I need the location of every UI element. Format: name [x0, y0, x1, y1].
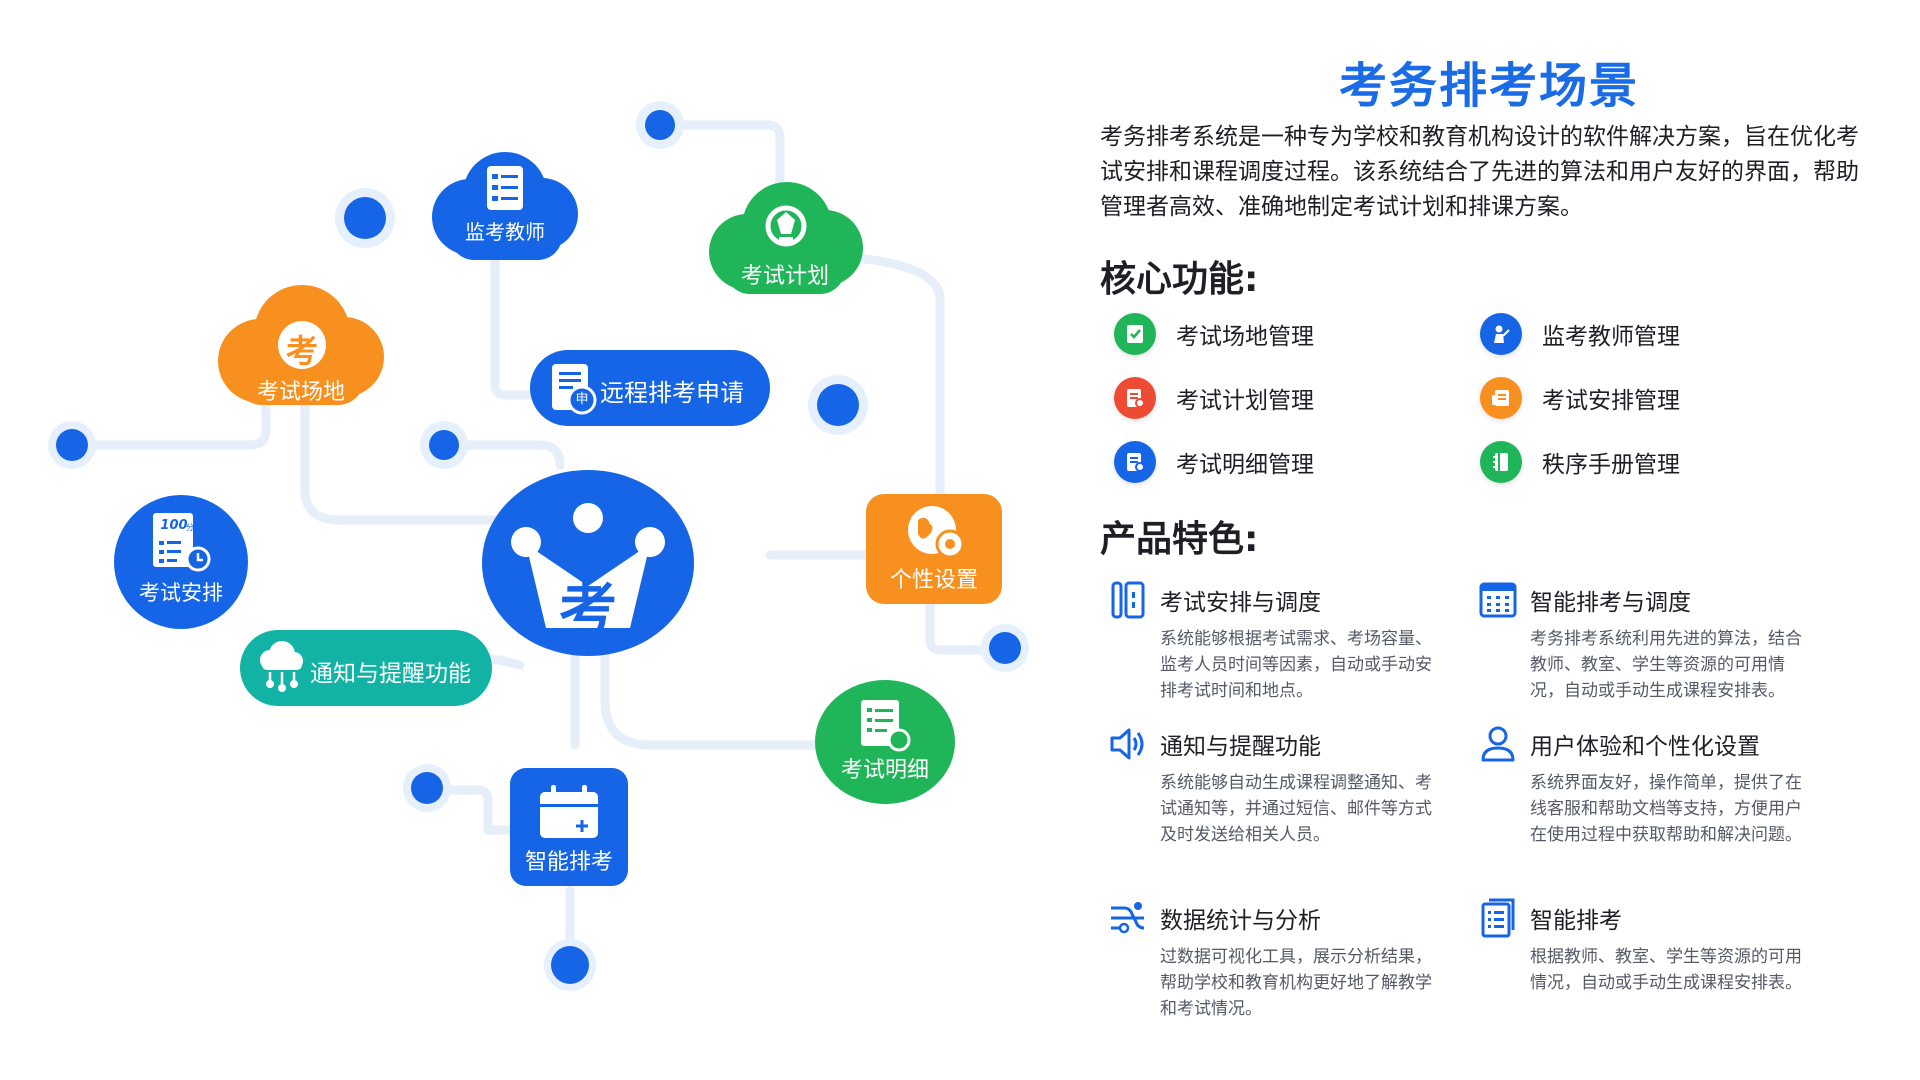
speaker-icon: [1108, 724, 1148, 764]
venue-doc-icon: [1114, 313, 1156, 355]
feature-desc: 系统能够自动生成课程调整通知、考试通知等，并通过短信、邮件等方式及时发送给相关人…: [1160, 773, 1432, 845]
features-title: 产品特色:: [1100, 519, 1259, 560]
endpoint-dot: [636, 101, 684, 149]
detail-list-icon: [861, 700, 911, 752]
node-kaoshi-mingxi[interactable]: 考试明细: [815, 680, 955, 804]
core-function-item[interactable]: 考试计划管理: [1114, 376, 1314, 420]
detail-doc-icon: [1114, 441, 1156, 483]
node-label: 考试明细: [840, 758, 929, 783]
feature-title: 数据统计与分析: [1160, 908, 1321, 934]
crown-icon: [511, 503, 665, 628]
core-function-label: 考试场地管理: [1176, 324, 1314, 350]
endpoint-dot: [808, 375, 868, 435]
feature-item: 智能排考 根据教师、教室、学生等资源的可用情况，自动或手动生成课程安排表。: [1478, 898, 1808, 996]
application-doc-icon: [552, 364, 597, 415]
core-function-item[interactable]: 考试明细管理: [1114, 440, 1314, 484]
node-kaoshi-changdi[interactable]: 考 考试场地: [216, 283, 386, 408]
shen-badge-char: 申: [575, 392, 589, 407]
feature-title: 智能排考: [1530, 908, 1622, 934]
node-yuancheng-paikao[interactable]: 申 远程排考申请: [530, 350, 770, 426]
core-function-label: 考试安排管理: [1542, 388, 1680, 414]
endpoint-dot: [420, 421, 468, 469]
node-label: 考试场地: [256, 380, 345, 405]
score-unit: 分: [186, 523, 194, 532]
node-label: 考试安排: [139, 581, 223, 605]
core-function-item[interactable]: 考试安排管理: [1480, 376, 1680, 420]
globe-gear-icon: [908, 506, 965, 559]
center-crown-node[interactable]: 考: [482, 470, 694, 656]
feature-desc: 考务排考系统利用先进的算法，结合教师、教室、学生等资源的可用情况，自动或手动生成…: [1530, 629, 1802, 701]
feature-title: 考试安排与调度: [1160, 590, 1321, 616]
teacher-icon: [1480, 313, 1522, 355]
core-function-item[interactable]: 考试场地管理: [1114, 312, 1314, 356]
feature-item: 考试安排与调度 系统能够根据考试需求、考场容量、监考人员时间等因素，自动或手动安…: [1108, 580, 1438, 704]
endpoint-dot: [335, 188, 395, 248]
plan-doc-icon: [1114, 377, 1156, 419]
document-list-icon: [1478, 898, 1518, 938]
core-function-item[interactable]: 监考教师管理: [1480, 312, 1680, 356]
handbook-icon: [1480, 441, 1522, 483]
score-value: 100: [160, 518, 188, 533]
node-kaoshi-jihua[interactable]: 考试计划: [705, 182, 865, 297]
feature-item: 用户体验和个性化设置 系统界面友好，操作简单，提供了在线客服和帮助文档等支持，方…: [1478, 724, 1808, 848]
score-sheet-icon: [153, 513, 211, 572]
endpoint-dot: [981, 624, 1029, 672]
feature-item: 智能排考与调度 考务排考系统利用先进的算法，结合教师、教室、学生等资源的可用情况…: [1478, 580, 1808, 704]
core-function-item[interactable]: 秩序手册管理: [1480, 440, 1680, 484]
node-zhineng-paikao[interactable]: 智能排考: [510, 768, 628, 886]
feature-desc: 系统界面友好，操作简单，提供了在线客服和帮助文档等支持，方便用户在使用过程中获取…: [1530, 773, 1802, 845]
core-functions-title: 核心功能:: [1100, 259, 1259, 300]
endpoint-dot: [48, 421, 96, 469]
feature-desc: 过数据可视化工具，展示分析结果，帮助学校和教育机构更好地了解教学和考试情况。: [1160, 947, 1432, 1019]
scene-diagram: 考 监考教师: [48, 101, 1029, 991]
endpoint-dot: [403, 764, 451, 812]
core-function-label: 秩序手册管理: [1542, 452, 1680, 478]
core-function-label: 考试计划管理: [1176, 388, 1314, 414]
node-jiankao-jiaoshi[interactable]: 监考教师: [430, 152, 580, 262]
feature-item: 通知与提醒功能 系统能够自动生成课程调整通知、考试通知等，并通过短信、邮件等方式…: [1108, 724, 1438, 848]
venue-badge-char: 考: [285, 332, 318, 370]
feature-desc: 系统能够根据考试需求、考场容量、监考人员时间等因素，自动或手动安排考试时间和地点…: [1160, 629, 1432, 701]
node-label: 监考教师: [465, 220, 545, 244]
intro-paragraph: 考务排考系统是一种专为学校和教育机构设计的软件解决方案，旨在优化考试安排和课程调…: [1100, 124, 1859, 220]
layout-columns-icon: [1108, 580, 1148, 620]
node-gexing-shezhi[interactable]: 个性设置: [866, 494, 1002, 604]
feature-title: 通知与提醒功能: [1160, 734, 1321, 760]
core-function-label: 监考教师管理: [1542, 324, 1680, 350]
checklist-icon: [487, 166, 523, 210]
badge-circle: [278, 321, 326, 369]
node-label: 远程排考申请: [600, 379, 744, 407]
node-kaoshi-anpai[interactable]: 100 分 考试安排: [114, 495, 248, 629]
cloud-network-icon: [260, 641, 303, 692]
feature-title: 用户体验和个性化设置: [1530, 734, 1760, 760]
data-flow-icon: [1108, 898, 1148, 938]
calendar-grid-icon: [1478, 580, 1518, 620]
center-char: 考: [558, 575, 617, 643]
node-label: 通知与提醒功能: [310, 661, 471, 687]
feature-item: 数据统计与分析 过数据可视化工具，展示分析结果，帮助学校和教育机构更好地了解教学…: [1108, 898, 1438, 1022]
fountain-pen-icon: [765, 205, 807, 247]
feature-desc: 根据教师、教室、学生等资源的可用情况，自动或手动生成课程安排表。: [1530, 947, 1802, 993]
endpoint-dot: [544, 939, 596, 991]
user-icon: [1478, 724, 1518, 764]
feature-title: 智能排考与调度: [1530, 590, 1691, 616]
calendar-add-icon: [540, 785, 598, 838]
info-panel: 考务排考场景 考务排考系统是一种专为学校和教育机构设计的软件解决方案，旨在优化考…: [1100, 0, 1900, 1080]
node-label: 个性设置: [889, 568, 978, 593]
node-label: 智能排考: [524, 850, 613, 875]
schedule-doc-icon: [1480, 377, 1522, 419]
node-label: 考试计划: [740, 264, 829, 289]
page-title: 考务排考场景: [1338, 58, 1639, 114]
core-function-label: 考试明细管理: [1176, 452, 1314, 478]
node-tongzhi-tixing[interactable]: 通知与提醒功能: [240, 630, 492, 706]
